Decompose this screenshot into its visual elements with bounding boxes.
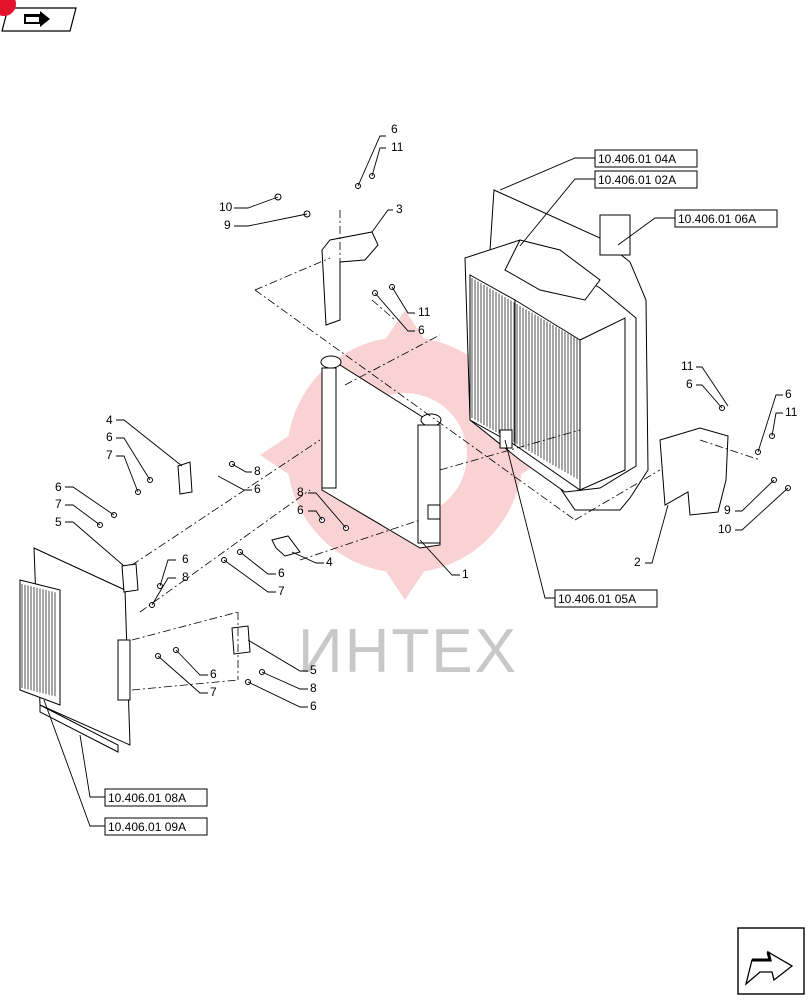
callout-5: 5 (55, 515, 62, 529)
bracket-3 (321, 231, 379, 326)
callout-6: 6 (391, 122, 398, 136)
callout-11: 11 (681, 359, 694, 373)
assembly-lines (131, 210, 761, 691)
ref-05A[interactable]: 10.406.01 05A (554, 589, 658, 608)
callout-8: 8 (297, 485, 304, 499)
ref-08A[interactable]: 10.406.01 08A (104, 788, 208, 807)
callout-4: 4 (326, 555, 333, 569)
watermark-text: ИНТЕХ (298, 617, 518, 686)
callout-6: 6 (55, 480, 62, 494)
callout-4: 4 (106, 413, 113, 427)
callout-6: 6 (254, 482, 261, 496)
callout-6: 6 (418, 323, 425, 337)
ref-04A[interactable]: 10.406.01 04A (594, 149, 698, 168)
callout-5: 5 (310, 663, 317, 677)
callout-11: 11 (391, 140, 404, 154)
callout-9: 9 (724, 503, 731, 517)
callout-6: 6 (210, 667, 217, 681)
intercooler (320, 355, 442, 549)
callout-10: 10 (718, 522, 732, 536)
callout-10: 10 (219, 200, 233, 214)
callout-6: 6 (785, 387, 792, 401)
callout-11: 11 (785, 405, 798, 419)
corner-marker (0, 0, 16, 16)
callout-8: 8 (254, 464, 261, 478)
bracket-5-upper (121, 563, 139, 593)
callout-6: 6 (297, 503, 304, 517)
svg-text:10.406.01 02A: 10.406.01 02A (598, 173, 676, 187)
bracket-4-lower (271, 535, 301, 557)
ref-06A[interactable]: 10.406.01 06A (674, 209, 778, 228)
callout-3: 3 (396, 202, 403, 216)
bracket-5-lower (231, 625, 251, 655)
callout-7: 7 (55, 497, 62, 511)
callout-6: 6 (106, 430, 113, 444)
svg-text:10.406.01 05A: 10.406.01 05A (558, 592, 636, 606)
condenser (19, 547, 131, 753)
svg-text:10.406.01 09A: 10.406.01 09A (108, 820, 186, 834)
callout-11: 11 (418, 305, 431, 319)
callout-6: 6 (182, 552, 189, 566)
callout-6: 6 (278, 566, 285, 580)
svg-text:10.406.01 06A: 10.406.01 06A (678, 212, 756, 226)
callout-7: 7 (210, 685, 217, 699)
svg-text:10.406.01 08A: 10.406.01 08A (108, 791, 186, 805)
callout-1: 1 (462, 567, 469, 581)
bracket-2 (659, 427, 729, 516)
callouts: 6 11 10 9 3 11 6 4 6 7 8 6 6 7 5 8 6 6 (55, 122, 798, 713)
callout-8: 8 (182, 570, 189, 584)
svg-text:10.406.01 04A: 10.406.01 04A (598, 152, 676, 166)
callout-6: 6 (686, 377, 693, 391)
ref-09A[interactable]: 10.406.01 09A (104, 817, 208, 836)
ref-02A[interactable]: 10.406.01 02A (594, 170, 698, 189)
manual-arrow-icon[interactable] (1, 7, 77, 32)
callout-7: 7 (106, 448, 113, 462)
callout-9: 9 (224, 218, 231, 232)
ref-leaders (43, 157, 675, 827)
next-page-arrow-icon[interactable] (737, 927, 805, 995)
callout-2: 2 (634, 555, 641, 569)
bracket-4-upper (177, 461, 193, 495)
callout-7: 7 (278, 584, 285, 598)
callout-6: 6 (310, 699, 317, 713)
callout-8: 8 (310, 681, 317, 695)
radiator-assembly (464, 189, 649, 511)
